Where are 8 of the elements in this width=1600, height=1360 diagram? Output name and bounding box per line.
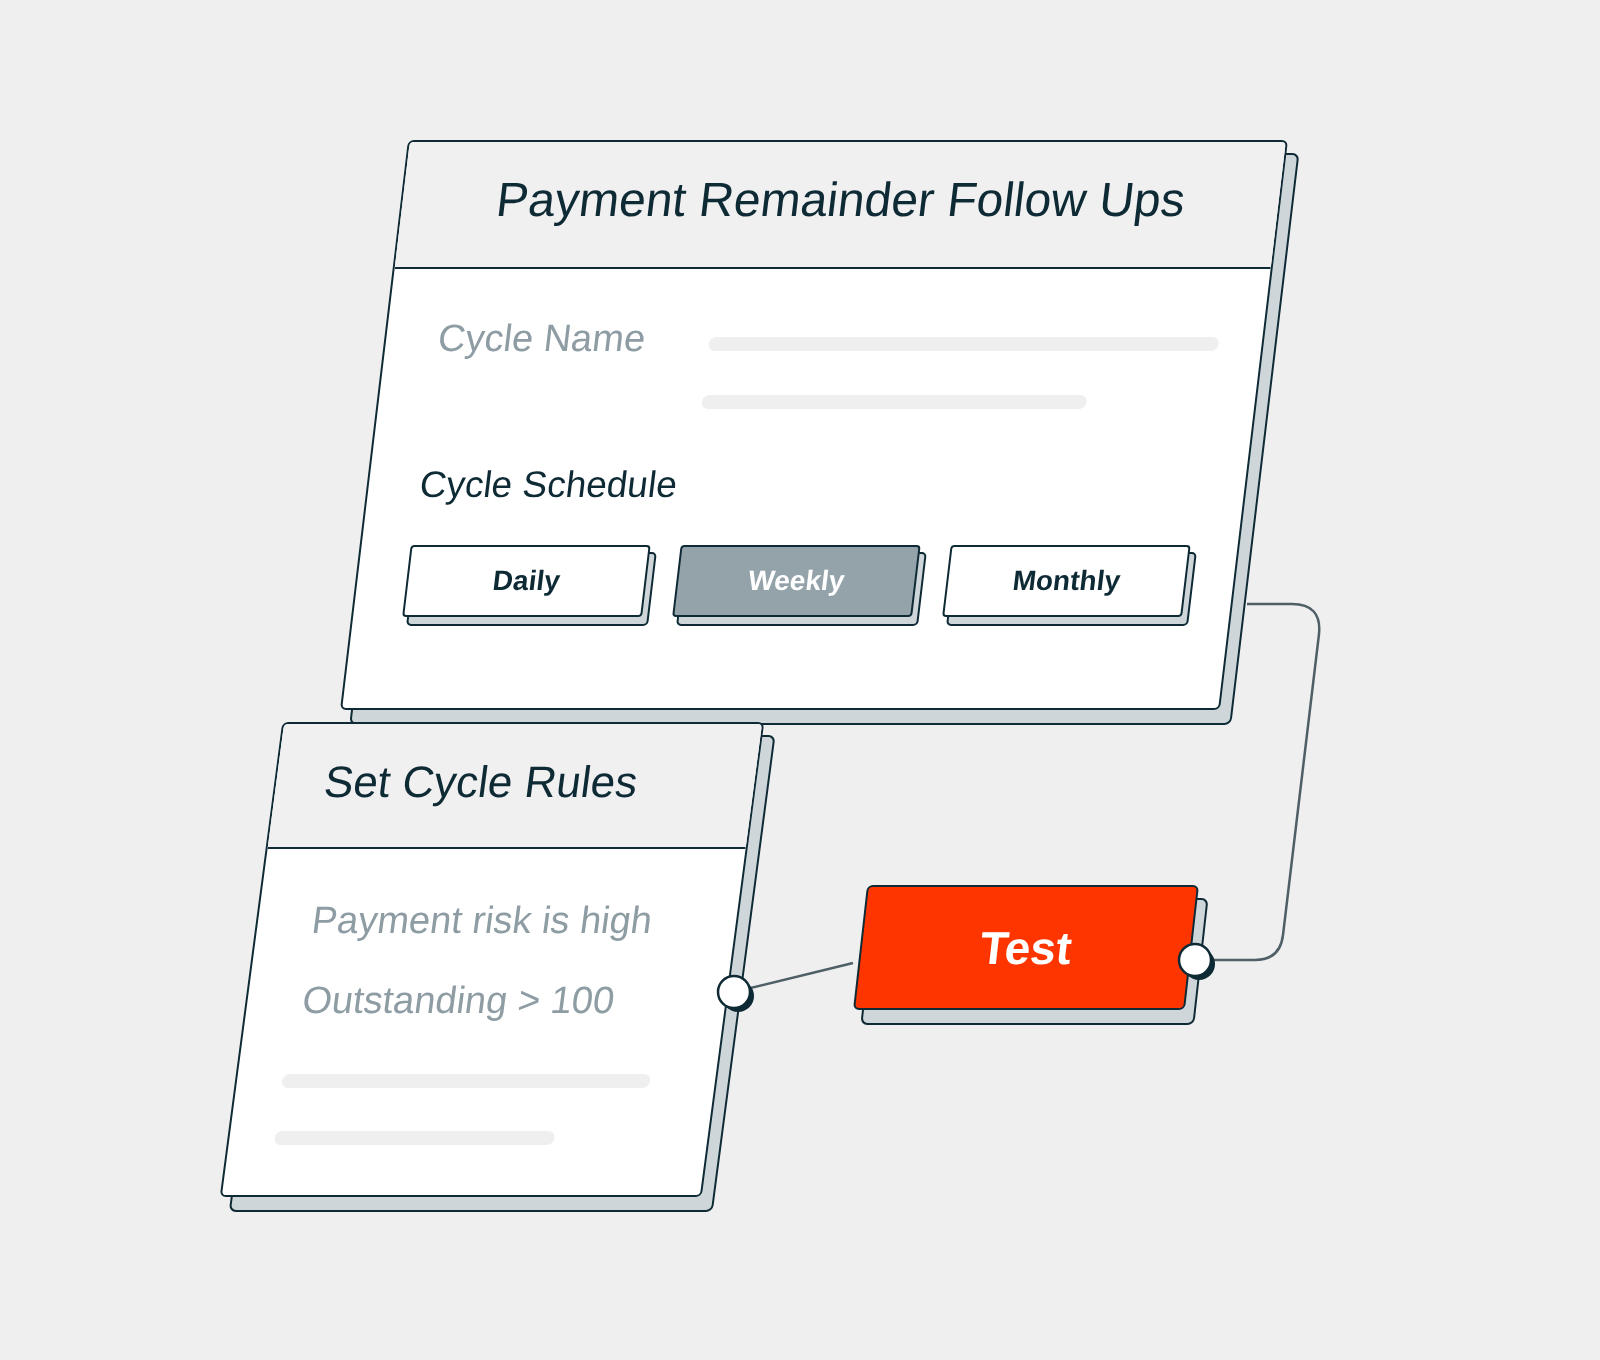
field-label: Cycle Name	[435, 317, 648, 360]
rule-text: Outstanding > 100	[299, 979, 618, 1022]
card-title: Payment Remainder Follow Ups	[493, 172, 1189, 227]
connector-line	[1177, 602, 1321, 982]
section-heading: Cycle Schedule	[417, 464, 680, 506]
connector-line	[716, 961, 854, 1014]
card-title: Set Cycle Rules	[321, 757, 641, 807]
rule-text: Payment risk is high	[309, 899, 655, 942]
